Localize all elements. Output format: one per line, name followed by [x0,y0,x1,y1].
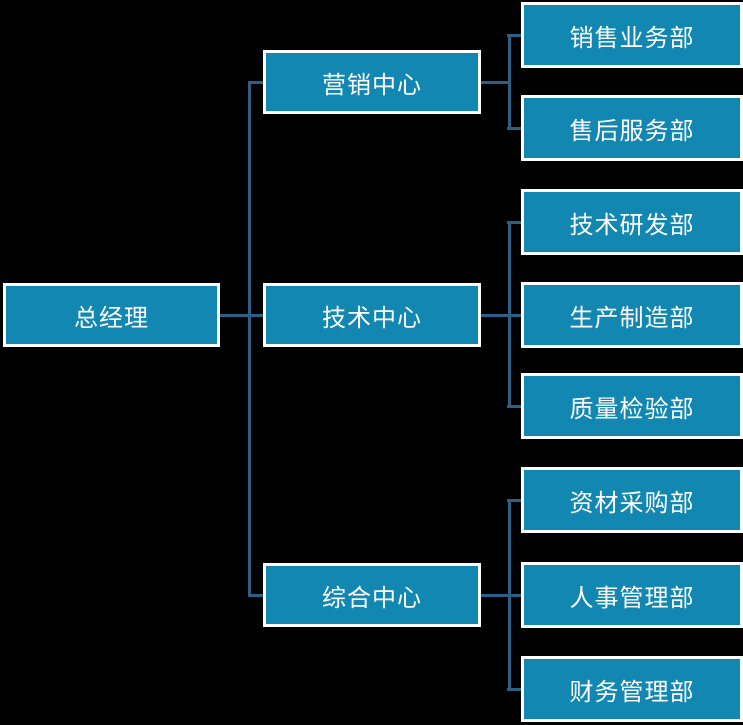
connector-technology-horizontal [481,314,521,317]
node-general-affairs-center: 综合中心 [263,563,481,627]
connector-level1-trunk [248,81,251,597]
node-finance-dept-label: 财务管理部 [569,679,695,706]
connector-marketing-trunk [508,34,511,130]
node-hr-dept: 人事管理部 [521,562,743,628]
connector-marketing-stub [248,81,263,84]
connector-rd-dept-stub [507,221,521,224]
node-general-manager: 总经理 [3,283,220,347]
connector-procurement-dept-stub [507,499,521,502]
node-technology-center-label: 技术中心 [322,305,422,332]
connector-general-affairs-horizontal [481,594,521,597]
node-procurement-dept: 资材采购部 [521,467,743,533]
node-general-affairs-center-label: 综合中心 [322,585,422,612]
node-sales-dept-label: 销售业务部 [569,25,695,52]
connector-marketing-horizontal [481,81,511,84]
node-quality-inspection-dept-label: 质量检验部 [569,396,695,423]
node-general-manager-label: 总经理 [74,305,149,332]
node-procurement-dept-label: 资材采购部 [569,490,695,517]
node-hr-dept-label: 人事管理部 [569,585,695,612]
connector-technology-trunk [508,221,511,408]
node-technology-center: 技术中心 [263,283,481,347]
node-rd-dept: 技术研发部 [521,189,743,255]
connector-general-affairs-trunk [508,499,511,691]
connector-sales-dept-stub [507,34,521,37]
node-after-sales-service-dept: 售后服务部 [521,95,743,161]
node-quality-inspection-dept: 质量检验部 [521,373,743,439]
node-marketing-center: 营销中心 [263,50,481,114]
node-marketing-center-label: 营销中心 [322,72,422,99]
node-manufacturing-dept: 生产制造部 [521,282,743,348]
node-finance-dept: 财务管理部 [521,656,743,722]
node-sales-dept: 销售业务部 [521,2,743,68]
connector-finance-dept-stub [507,688,521,691]
connector-quality-dept-stub [507,405,521,408]
connector-after-sales-dept-stub [507,127,521,130]
connector-general-affairs-stub [248,594,263,597]
node-after-sales-service-dept-label: 售后服务部 [569,118,695,145]
connector-root-horizontal [220,314,263,317]
node-manufacturing-dept-label: 生产制造部 [569,305,695,332]
node-rd-dept-label: 技术研发部 [569,212,695,239]
